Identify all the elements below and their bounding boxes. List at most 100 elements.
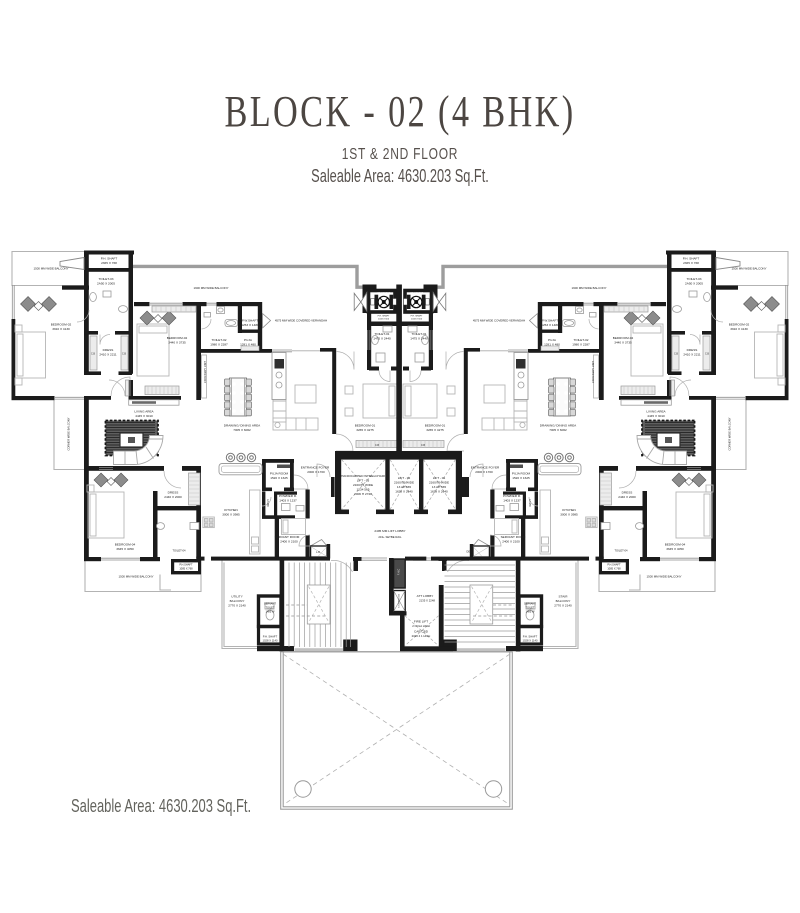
svg-text:C.B: C.B xyxy=(375,444,379,447)
svg-text:L.B: L.B xyxy=(316,551,320,554)
svg-text:1900 MM WIDE BALCONY: 1900 MM WIDE BALCONY xyxy=(193,286,228,290)
svg-text:BEDROOM-02: BEDROOM-02 xyxy=(167,336,188,340)
svg-text:SERVANT: SERVANT xyxy=(524,602,536,606)
svg-text:1628 X 2640: 1628 X 2640 xyxy=(430,490,448,494)
svg-text:ATT LOBBY: ATT LOBBY xyxy=(417,594,434,598)
svg-text:PUJA: PUJA xyxy=(548,338,557,342)
svg-text:BEDROOM-01: BEDROOM-01 xyxy=(425,424,446,428)
svg-text:BEDROOM-04: BEDROOM-04 xyxy=(665,543,686,547)
svg-text:CORNER WIDE BALCONY: CORNER WIDE BALCONY xyxy=(728,417,732,450)
svg-text:STAIR: STAIR xyxy=(559,595,569,599)
svg-text:KITCHEN: KITCHEN xyxy=(562,508,576,512)
svg-text:1403 X 1237: 1403 X 1237 xyxy=(503,499,521,503)
svg-text:1475 X 2440: 1475 X 2440 xyxy=(373,337,391,341)
svg-text:P.H.SHAFT: P.H.SHAFT xyxy=(607,563,621,567)
svg-text:P.H. SHAFT: P.H. SHAFT xyxy=(411,315,423,318)
svg-text:DRAWING/ DINING AREA: DRAWING/ DINING AREA xyxy=(224,424,261,428)
svg-text:2000 X 1700: 2000 X 1700 xyxy=(475,470,493,474)
svg-text:2 COLA HIGH: 2 COLA HIGH xyxy=(412,624,430,628)
svg-text:1281 X 480: 1281 X 480 xyxy=(544,343,560,347)
svg-text:BEDROOM-04: BEDROOM-04 xyxy=(115,543,136,547)
svg-text:BEDROOM-02: BEDROOM-02 xyxy=(729,323,750,327)
svg-text:2495 MM LIFT LOBBY: 2495 MM LIFT LOBBY xyxy=(374,529,405,533)
svg-text:CROCKERY UNIT: CROCKERY UNIT xyxy=(203,361,207,384)
svg-text:4445 X 3010: 4445 X 3010 xyxy=(647,414,665,418)
svg-text:LIFT - 01: LIFT - 01 xyxy=(433,476,446,480)
svg-text:F.H.C: F.H.C xyxy=(398,569,401,575)
svg-text:1500 MM WIDE BALCONY: 1500 MM WIDE BALCONY xyxy=(33,267,68,271)
svg-text:C.B: C.B xyxy=(674,353,678,356)
svg-text:3265 X 4275: 3265 X 4275 xyxy=(426,428,444,432)
svg-text:KITCHEN: KITCHEN xyxy=(224,508,238,512)
svg-text:LIFT - 02: LIFT - 02 xyxy=(398,476,411,480)
svg-text:3000 X 3985: 3000 X 3985 xyxy=(560,513,578,517)
svg-text:TOILET-03: TOILET-03 xyxy=(98,277,113,281)
svg-text:3910 X 4130: 3910 X 4130 xyxy=(730,327,748,331)
svg-text:TOILET-03: TOILET-03 xyxy=(686,277,701,281)
svg-text:BALCONY: BALCONY xyxy=(556,599,571,603)
svg-text:2770 X 2140: 2770 X 2140 xyxy=(554,604,572,608)
svg-text:2006 H 2748: 2006 H 2748 xyxy=(354,492,372,496)
svg-text:3645 X 4050: 3645 X 4050 xyxy=(116,547,134,551)
svg-text:2440 X 2000: 2440 X 2000 xyxy=(164,495,182,499)
svg-text:TOILET: TOILET xyxy=(525,606,534,610)
svg-text:DRESS: DRESS xyxy=(687,348,698,352)
svg-text:DRESS: DRESS xyxy=(622,491,633,495)
svg-text:4445 X 3010: 4445 X 3010 xyxy=(135,414,153,418)
svg-text:SERVANT ROOM: SERVANT ROOM xyxy=(501,535,526,539)
svg-text:P.H. SHAFT: P.H. SHAFT xyxy=(683,257,700,261)
svg-text:P.H. SHAFT: P.H. SHAFT xyxy=(263,635,278,639)
svg-text:1403 X 1237: 1403 X 1237 xyxy=(279,499,297,503)
svg-text:1628 X 2640: 1628 X 2640 xyxy=(395,490,413,494)
svg-text:BEDROOM-02: BEDROOM-02 xyxy=(613,336,634,340)
svg-text:4575 MM WIDE COVERED VERANDAH: 4575 MM WIDE COVERED VERANDAH xyxy=(473,319,525,323)
svg-text:LIFT - 03: LIFT - 03 xyxy=(357,479,370,483)
svg-text:2365 X 768: 2365 X 768 xyxy=(101,261,117,265)
svg-text:BALCONY: BALCONY xyxy=(230,599,245,603)
svg-text:2160/75 WIDE: 2160/75 WIDE xyxy=(353,483,373,487)
svg-text:3265 X 4275: 3265 X 4275 xyxy=(356,428,374,432)
svg-text:2020 4 1 HIGH: 2020 4 1 HIGH xyxy=(412,634,431,638)
svg-text:1500 MM WIDE BALCONY: 1500 MM WIDE BALCONY xyxy=(646,575,681,579)
svg-text:2A50 X 2005: 2A50 X 2005 xyxy=(97,282,115,286)
svg-text:2365 X 768: 2365 X 768 xyxy=(683,261,699,265)
svg-text:TOILET-02: TOILET-02 xyxy=(211,338,226,342)
svg-text:POWDER R.: POWDER R. xyxy=(503,494,521,498)
svg-text:1253 X 1480: 1253 X 1480 xyxy=(541,323,559,327)
svg-text:BEDROOM-01: BEDROOM-01 xyxy=(355,424,376,428)
svg-text:TOILET-01: TOILET-01 xyxy=(374,332,389,336)
svg-text:13 AP 565: 13 AP 565 xyxy=(397,485,412,489)
svg-text:ENTRANCE FOYER: ENTRANCE FOYER xyxy=(471,466,500,470)
svg-text:3645 X 4050: 3645 X 4050 xyxy=(666,547,684,551)
svg-text:SERVANT: SERVANT xyxy=(264,602,276,606)
svg-text:1028 X 1140: 1028 X 1140 xyxy=(262,639,278,643)
svg-text:FIRE LIFT: FIRE LIFT xyxy=(414,620,428,624)
svg-text:TOILET-04: TOILET-04 xyxy=(614,549,628,553)
svg-text:POWDER R.: POWDER R. xyxy=(279,494,297,498)
svg-text:4575 MM WIDE COVERED VERANDAH: 4575 MM WIDE COVERED VERANDAH xyxy=(275,319,327,323)
svg-text:TOILET: TOILET xyxy=(265,606,274,610)
svg-text:DRESS: DRESS xyxy=(168,491,179,495)
svg-text:3910 X 4130: 3910 X 4130 xyxy=(52,327,70,331)
svg-text:ENTRANCE FOYER: ENTRANCE FOYER xyxy=(301,466,330,470)
svg-text:1085 X 768: 1085 X 768 xyxy=(607,567,621,571)
svg-text:13 AP 565: 13 AP 565 xyxy=(432,485,447,489)
svg-text:C.B: C.B xyxy=(421,444,425,447)
svg-text:LIVING AREA: LIVING AREA xyxy=(134,410,154,414)
svg-text:2135 X 2248: 2135 X 2248 xyxy=(419,599,435,603)
svg-text:1043 X 600: 1043 X 600 xyxy=(411,318,423,320)
svg-text:CAR CBD: CAR CBD xyxy=(414,630,429,634)
svg-text:3000 X 3985: 3000 X 3985 xyxy=(222,513,240,517)
svg-text:7005 X 6062: 7005 X 6062 xyxy=(233,428,251,432)
svg-text:1043 X 600: 1043 X 600 xyxy=(378,318,390,320)
svg-text:HANDICAPPED WHEELCHAIR: HANDICAPPED WHEELCHAIR xyxy=(341,474,386,478)
svg-text:7005 X 6062: 7005 X 6062 xyxy=(549,428,567,432)
svg-text:P.W.SHAFT: P.W.SHAFT xyxy=(242,319,258,323)
svg-text:V.E.V SHAFT: V.E.V SHAFT xyxy=(377,291,391,294)
svg-text:2400 X 2100: 2400 X 2100 xyxy=(280,540,298,544)
svg-text:2160/75 WIDE: 2160/75 WIDE xyxy=(394,481,414,485)
svg-text:1475 X 2440: 1475 X 2440 xyxy=(410,337,428,341)
svg-text:PUJA ROOM: PUJA ROOM xyxy=(512,472,531,476)
svg-text:1500 MM WIDE BALCONY: 1500 MM WIDE BALCONY xyxy=(731,267,766,271)
svg-text:S.S.B MO.S.B: S.S.B MO.S.B xyxy=(399,594,401,608)
